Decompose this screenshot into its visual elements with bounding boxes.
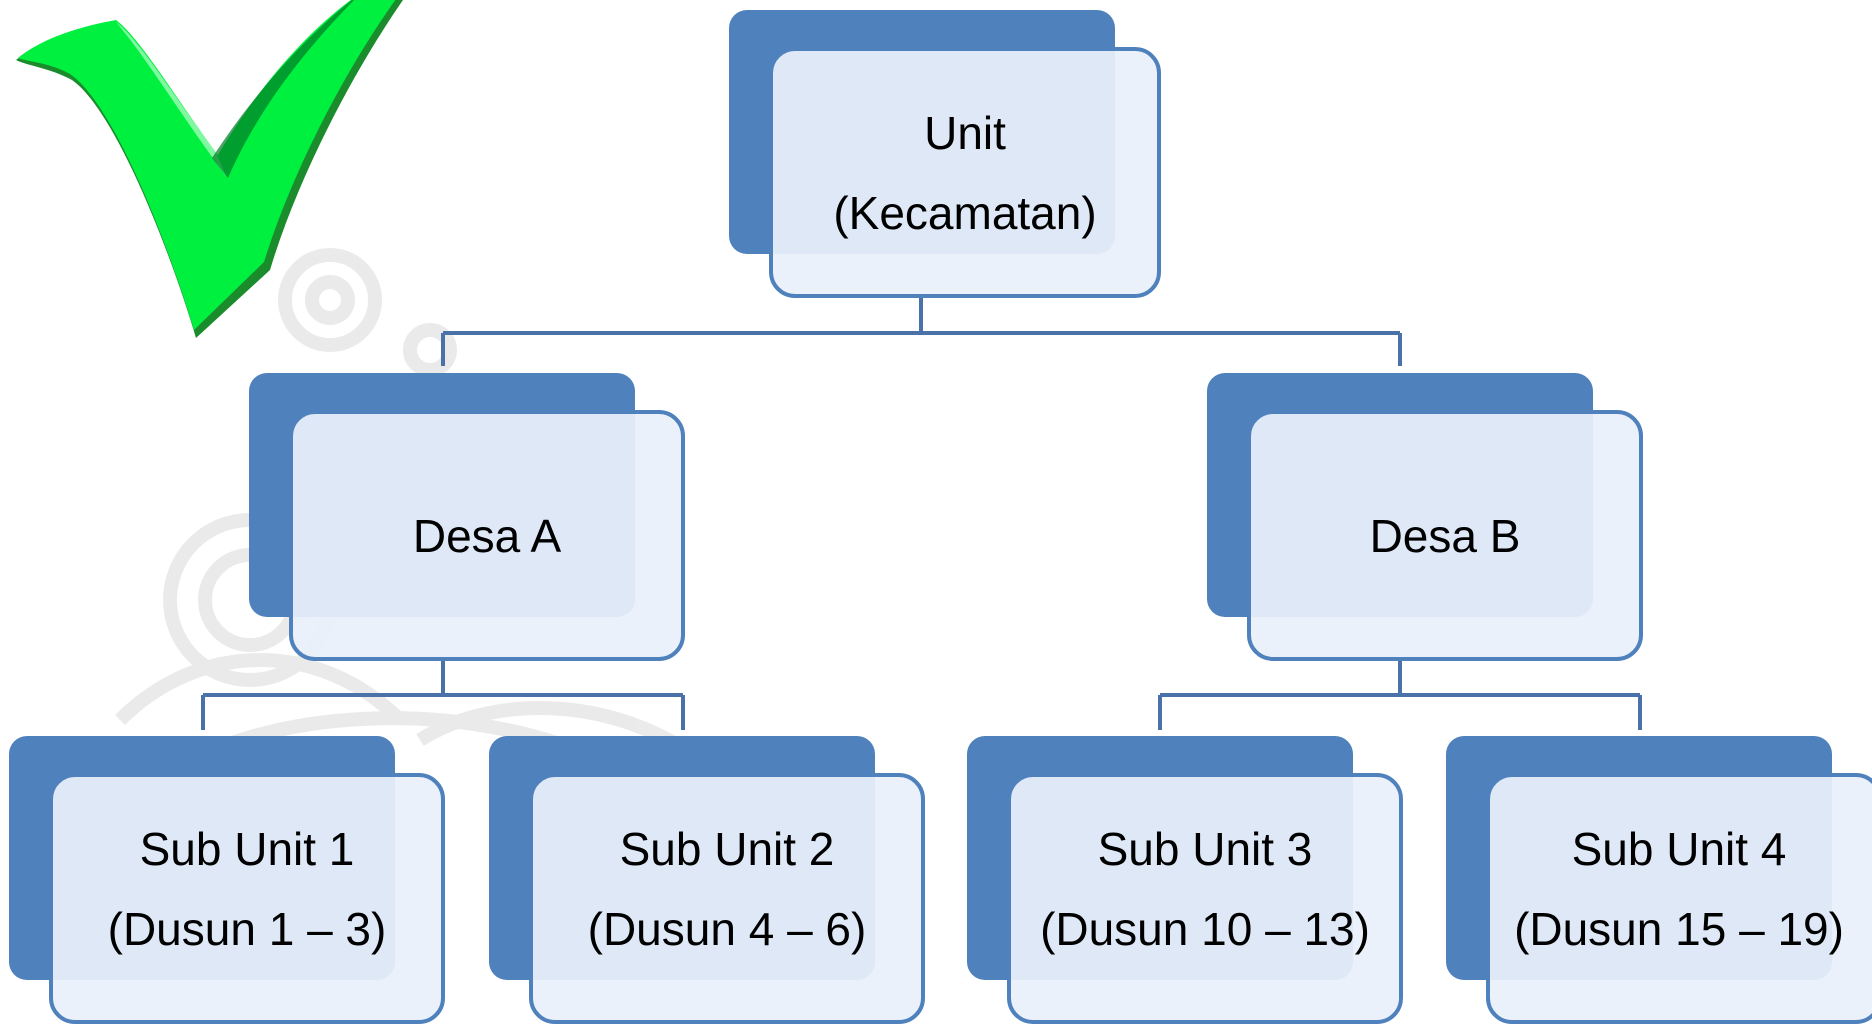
node-sub-unit-2: Sub Unit 2 (Dusun 4 – 6): [489, 736, 925, 1024]
node-label: Sub Unit 2 (Dusun 4 – 6): [529, 773, 925, 1005]
node-desa-a: Desa A: [249, 373, 685, 661]
node-label: Sub Unit 1 (Dusun 1 – 3): [49, 773, 445, 1005]
node-label: Sub Unit 4 (Dusun 15 – 19): [1486, 773, 1872, 1005]
connector-lines: [201, 296, 1642, 730]
node-unit-kecamatan: Unit (Kecamatan): [729, 10, 1161, 298]
node-sub-unit-4: Sub Unit 4 (Dusun 15 – 19): [1446, 736, 1872, 1024]
node-subtitle: (Dusun 10 – 13): [1040, 903, 1370, 955]
node-title: Unit: [924, 106, 1006, 159]
check-mark-icon: [16, 0, 404, 338]
node-desa-b: Desa B: [1207, 373, 1643, 661]
node-label: Sub Unit 3 (Dusun 10 – 13): [1007, 773, 1403, 1005]
node-subtitle: (Dusun 1 – 3): [107, 903, 387, 955]
node-label: Desa B: [1247, 410, 1643, 661]
node-title: Desa B: [1369, 509, 1521, 562]
node-subtitle: (Dusun 4 – 6): [587, 903, 867, 955]
node-title: Sub Unit 4: [1571, 823, 1787, 875]
node-subtitle: (Dusun 15 – 19): [1514, 903, 1844, 955]
node-title: Desa A: [412, 509, 562, 562]
node-sub-unit-3: Sub Unit 3 (Dusun 10 – 13): [967, 736, 1403, 1024]
node-label: Unit (Kecamatan): [769, 47, 1161, 298]
node-title: Sub Unit 1: [139, 823, 355, 875]
node-title: Sub Unit 3: [1097, 823, 1313, 875]
node-title: Sub Unit 2: [619, 823, 835, 875]
node-label: Desa A: [289, 410, 685, 661]
node-subtitle: (Kecamatan): [833, 186, 1097, 239]
node-sub-unit-1: Sub Unit 1 (Dusun 1 – 3): [9, 736, 445, 1024]
